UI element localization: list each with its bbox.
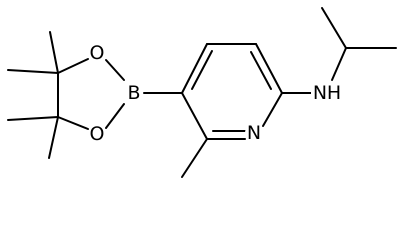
- atom-labels: O O B N N H: [88, 42, 341, 145]
- bond-c3-c2-inner: [250, 51, 272, 90]
- oxygen-bottom-label: O: [90, 123, 105, 145]
- boron-atom: B: [125, 82, 143, 104]
- label-mask: [88, 125, 106, 143]
- label-mask: [245, 124, 263, 142]
- oxygen-bottom-atom: O: [88, 123, 106, 145]
- bond-pinacol-c-o-top: [57, 58, 89, 74]
- bond-nh-ch: [331, 47, 347, 81]
- bond-methyl-bottom-down: [48, 116, 59, 159]
- oxygen-top-atom: O: [88, 42, 106, 64]
- chemical-structure-diagram: O O B N N H: [7, 7, 397, 178]
- bond-c6-methyl: [181, 138, 208, 178]
- amine-hydrogen-label: H: [327, 82, 341, 104]
- bond-c6-c5: [181, 92, 208, 140]
- bond-pinacol-c-o-bottom: [57, 116, 89, 130]
- boron-label: B: [127, 82, 140, 104]
- amine-nitrogen-atom: N H: [311, 82, 341, 104]
- label-mask: [125, 84, 143, 102]
- bond-c3-c2: [255, 43, 283, 94]
- label-mask: [311, 83, 341, 104]
- bond-methyl-top-up: [49, 31, 59, 74]
- bonds: [7, 7, 397, 178]
- bond-o-top-b: [105, 59, 125, 81]
- amine-nitrogen-label: N: [313, 82, 327, 104]
- oxygen-top-label: O: [90, 42, 105, 64]
- bond-methyl-top-left: [7, 69, 59, 74]
- bond-c2-n1: [262, 92, 283, 127]
- bond-ch-methyl-left: [321, 7, 347, 49]
- bond-o-bottom-b: [105, 103, 125, 129]
- bond-c5-c4: [181, 43, 208, 94]
- label-mask: [88, 44, 106, 62]
- ring-nitrogen-label: N: [247, 122, 261, 144]
- ring-nitrogen-atom: N: [245, 122, 263, 144]
- bond-c5-c4-inner: [191, 50, 213, 90]
- bond-methyl-bottom-left: [7, 116, 59, 121]
